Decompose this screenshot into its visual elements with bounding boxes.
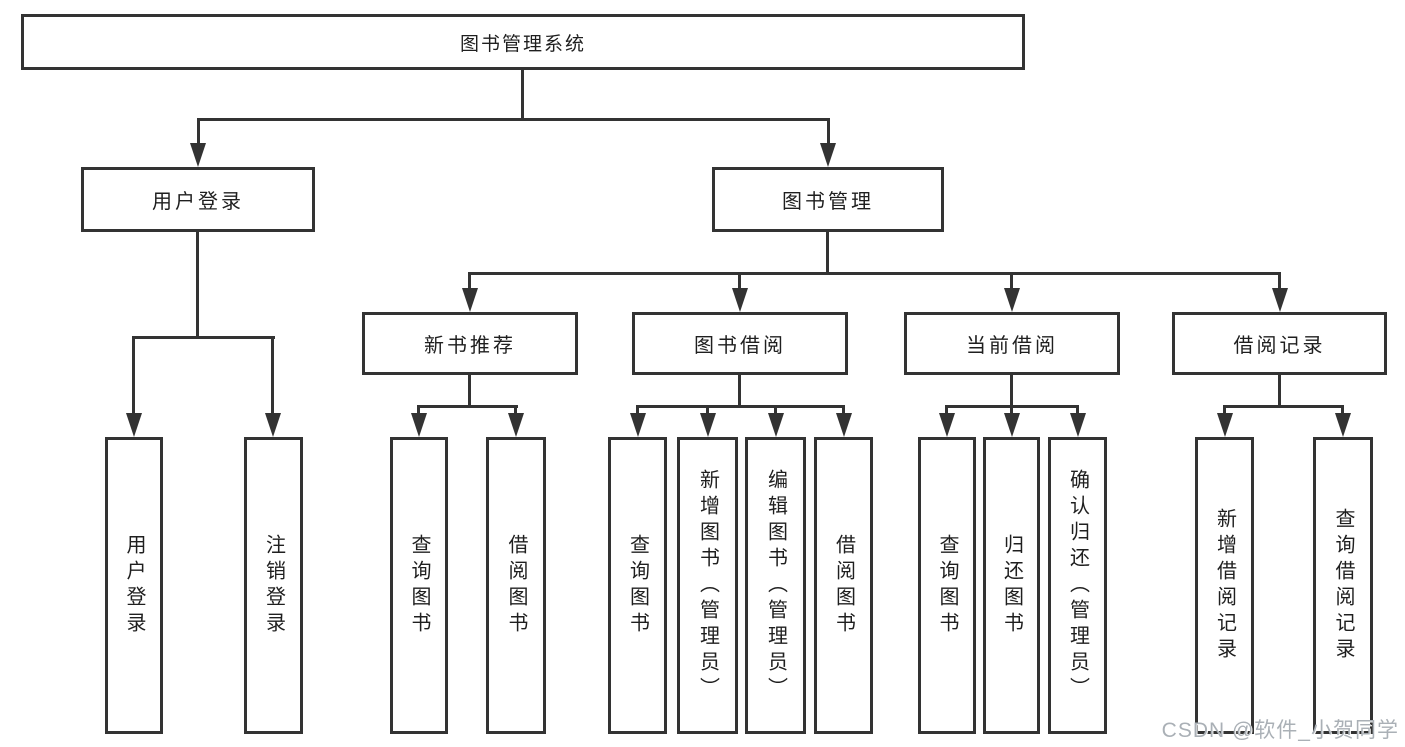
leaf-newbooks-query-books: 查询图书 (390, 437, 448, 734)
arrowhead-down-icon (939, 413, 955, 437)
leaf-borrowing-edit-books-admin: 编辑图书（管理员） (745, 437, 806, 734)
node-label: 当前借阅 (966, 335, 1058, 357)
arrowhead-down-icon (700, 413, 716, 437)
connector-line (706, 408, 709, 415)
connector-line (468, 275, 471, 291)
connector-line (271, 339, 274, 415)
connector-line (132, 336, 275, 339)
connector-line (842, 408, 845, 415)
connector-line (826, 232, 829, 272)
node-label: 借阅记录 (1233, 335, 1326, 357)
connector-line (196, 232, 199, 336)
arrowhead-down-icon (820, 143, 836, 167)
connector-line (1278, 275, 1281, 291)
leaf-label: 借阅图书 (505, 533, 527, 638)
connector-line (417, 405, 518, 408)
node-borrowing-records: 借阅记录 (1172, 312, 1387, 375)
arrowhead-down-icon (1217, 413, 1233, 437)
arrowhead-down-icon (265, 413, 281, 437)
leaf-logout: 注销登录 (244, 437, 303, 734)
arrowhead-down-icon (1272, 288, 1288, 312)
arrowhead-down-icon (1004, 288, 1020, 312)
connector-line (1278, 375, 1281, 405)
leaf-user-login: 用户登录 (105, 437, 163, 734)
leaf-records-add-borrow-record: 新增借阅记录 (1195, 437, 1254, 734)
connector-line (521, 70, 524, 118)
arrowhead-down-icon (1070, 413, 1086, 437)
connector-line (738, 375, 741, 405)
arrowhead-down-icon (732, 288, 748, 312)
connector-line (738, 275, 741, 291)
leaf-current-return-books: 归还图书 (983, 437, 1040, 734)
root-node: 图书管理系统 (21, 14, 1025, 70)
leaf-borrowing-add-books-admin: 新增图书（管理员） (677, 437, 738, 734)
leaf-label: 编辑图书（管理员） (764, 468, 787, 703)
node-label: 新书推荐 (424, 335, 516, 357)
connector-line (636, 408, 639, 415)
leaf-borrowing-query-books: 查询图书 (608, 437, 667, 734)
connector-line (1076, 408, 1079, 415)
connector-line (1010, 275, 1013, 291)
leaf-current-confirm-return-admin: 确认归还（管理员） (1048, 437, 1107, 734)
connector-line (1010, 375, 1013, 405)
connector-line (197, 121, 200, 147)
connector-line (468, 375, 471, 405)
arrowhead-down-icon (190, 143, 206, 167)
connector-line (945, 405, 1079, 408)
arrowhead-down-icon (126, 413, 142, 437)
arrowhead-down-icon (630, 413, 646, 437)
node-current-borrowing: 当前借阅 (904, 312, 1120, 375)
leaf-label: 归还图书 (1000, 533, 1023, 638)
csdn-watermark: CSDN @软件_小贺同学 (1161, 719, 1399, 742)
connector-line (1223, 408, 1226, 415)
connector-line (468, 272, 1281, 275)
connector-line (774, 408, 777, 415)
leaf-current-query-books: 查询图书 (918, 437, 976, 734)
leaf-label: 查询图书 (626, 533, 649, 638)
arrowhead-down-icon (768, 413, 784, 437)
leaf-label: 借阅图书 (832, 533, 855, 638)
leaf-label: 新增图书（管理员） (696, 468, 719, 703)
leaf-records-query-borrow-record: 查询借阅记录 (1313, 437, 1373, 734)
connector-line (1010, 408, 1013, 415)
node-new-book-recommendation: 新书推荐 (362, 312, 578, 375)
node-book-borrowing: 图书借阅 (632, 312, 848, 375)
node-label: 图书借阅 (694, 335, 786, 357)
leaf-label: 查询图书 (408, 533, 430, 638)
connector-line (1341, 408, 1344, 415)
connector-line (417, 408, 420, 415)
arrowhead-down-icon (508, 413, 524, 437)
leaf-label: 确认归还（管理员） (1066, 468, 1089, 703)
connector-line (514, 408, 517, 415)
connector-line (636, 405, 845, 408)
node-label: 图书管理 (782, 191, 874, 213)
leaf-label: 新增借阅记录 (1213, 507, 1236, 664)
root-node-label: 图书管理系统 (459, 33, 586, 55)
leaf-label: 查询图书 (936, 533, 958, 638)
connector-line (197, 118, 830, 121)
leaf-newbooks-borrow-books: 借阅图书 (486, 437, 546, 734)
leaf-label: 查询借阅记录 (1332, 507, 1354, 664)
leaf-borrowing-borrow-books: 借阅图书 (814, 437, 873, 734)
arrowhead-down-icon (1335, 413, 1351, 437)
connector-line (945, 408, 948, 415)
leaf-label: 注销登录 (262, 533, 285, 638)
node-book-management: 图书管理 (712, 167, 944, 232)
node-label: 用户登录 (152, 191, 244, 213)
arrowhead-down-icon (836, 413, 852, 437)
connector-line (827, 121, 830, 147)
node-user-login: 用户登录 (81, 167, 315, 232)
arrowhead-down-icon (1004, 413, 1020, 437)
arrowhead-down-icon (411, 413, 427, 437)
connector-line (132, 339, 135, 415)
arrowhead-down-icon (462, 288, 478, 312)
leaf-label: 用户登录 (123, 533, 145, 638)
connector-line (1223, 405, 1344, 408)
